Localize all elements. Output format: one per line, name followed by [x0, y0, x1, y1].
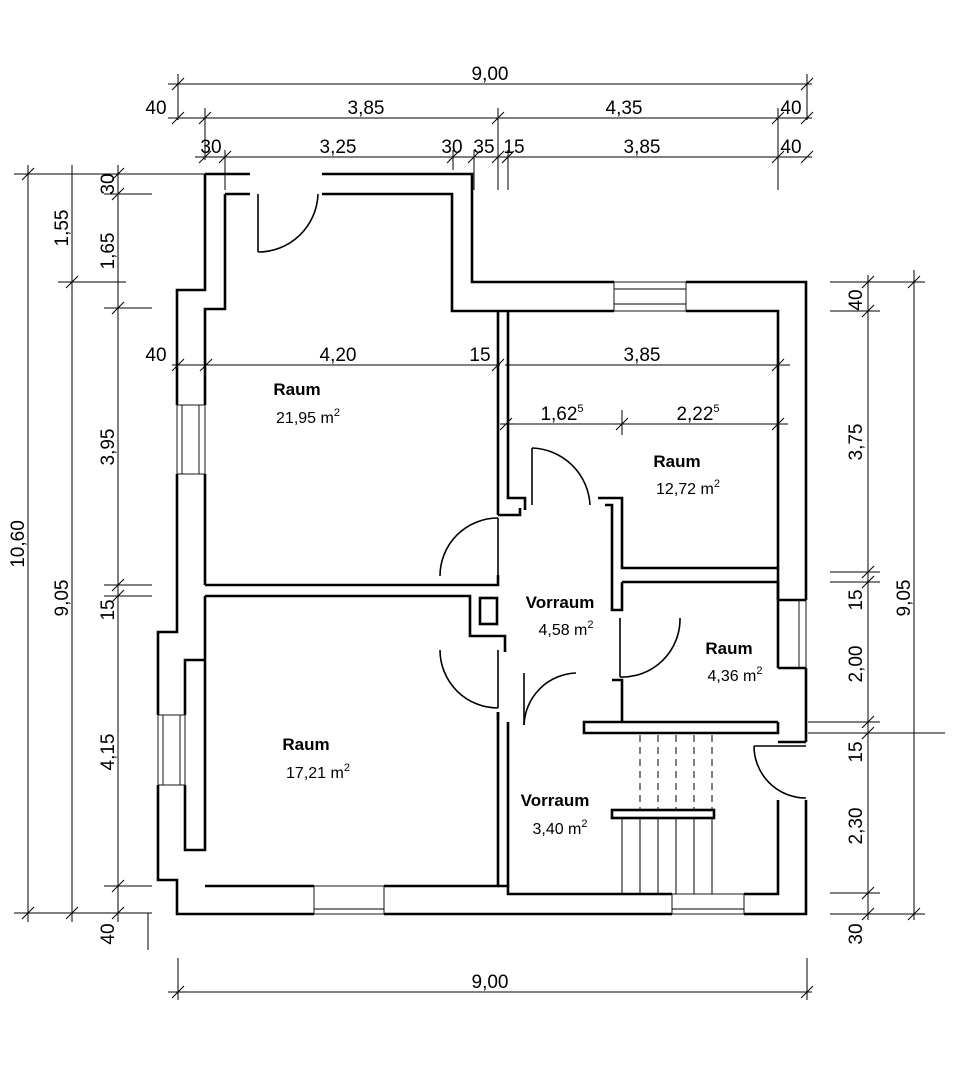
room-label-3: Vorraum 4,58 m2: [526, 593, 595, 639]
room-labels: Raum 21,95 m2 Raum 12,72 m2 Vorraum 4,58…: [273, 380, 762, 838]
dim-right-in-3: 2,00: [846, 646, 867, 683]
dim-left-mid-1: 9,05: [52, 580, 73, 617]
room-area: 17,21 m2: [286, 762, 350, 782]
room-label-4: Raum 4,36 m2: [705, 639, 762, 685]
room-name: Vorraum: [521, 791, 590, 810]
dim-sub-a: 1,625: [540, 403, 583, 425]
room-label-2: Raum 12,72 m2: [653, 452, 720, 498]
room-area: 12,72 m2: [656, 478, 720, 498]
dim-int-0: 40: [145, 345, 166, 366]
dim-left-in-4: 4,15: [98, 734, 119, 771]
windows: [157, 281, 807, 915]
room-area: 3,40 m2: [532, 818, 587, 838]
dim-right-in-1: 3,75: [846, 424, 867, 461]
dim-bottom-overall: 9,00: [472, 972, 509, 993]
room-name: Raum: [273, 380, 320, 399]
room-name: Vorraum: [526, 593, 595, 612]
dim-left-in-5: 40: [98, 923, 119, 944]
room-name: Raum: [282, 735, 329, 754]
walls: [156, 172, 808, 916]
dimension-text: 9,00 40 3,85 4,35 40 30 3,25 30 35 15 3,…: [8, 64, 915, 993]
dim-right-in-0: 40: [846, 289, 867, 310]
dim-top-r3-1: 3,25: [320, 137, 357, 158]
room-area: 21,95 m2: [276, 407, 340, 427]
dim-right-in-2: 15: [846, 589, 867, 610]
dim-left-in-1: 1,65: [98, 233, 119, 270]
dim-int-2: 15: [469, 345, 490, 366]
dim-top-r2-0: 40: [145, 98, 166, 119]
dim-top-r2-3: 40: [780, 98, 801, 119]
dim-top-overall: 9,00: [472, 64, 509, 85]
dim-left-mid-0: 1,55: [52, 210, 73, 247]
dim-right-overall: 9,05: [894, 580, 915, 617]
dim-top-r3-2: 30: [441, 137, 462, 158]
room-area: 4,36 m2: [707, 665, 762, 685]
dim-left-in-2: 3,95: [98, 429, 119, 466]
dim-top-r2-1: 3,85: [348, 98, 385, 119]
dim-right-in-6: 30: [846, 923, 867, 944]
room-label-5: Raum 17,21 m2: [282, 735, 350, 782]
room-label-6: Vorraum 3,40 m2: [521, 791, 590, 838]
room-name: Raum: [653, 452, 700, 471]
dim-top-r3-5: 3,85: [624, 137, 661, 158]
dim-top-r2-2: 4,35: [606, 98, 643, 119]
dim-top-r3-0: 30: [200, 137, 221, 158]
staircase: [610, 735, 716, 894]
dim-right-in-4: 15: [846, 741, 867, 762]
dim-right-in-5: 2,30: [846, 808, 867, 845]
dim-top-r3-4: 15: [503, 137, 524, 158]
dim-sub-b: 2,225: [676, 403, 719, 425]
dim-left-overall: 10,60: [8, 520, 29, 568]
dim-top-r3-6: 40: [780, 137, 801, 158]
dimension-lines: [14, 74, 945, 1000]
dim-left-in-0: 30: [98, 173, 119, 194]
dim-left-in-3: 15: [98, 599, 119, 620]
room-label-1: Raum 21,95 m2: [273, 380, 340, 427]
room-area: 4,58 m2: [538, 619, 593, 639]
room-name: Raum: [705, 639, 752, 658]
dim-int-3: 3,85: [624, 345, 661, 366]
dim-int-1: 4,20: [320, 345, 357, 366]
doors: [257, 193, 807, 799]
dim-top-r3-3: 35: [473, 137, 494, 158]
